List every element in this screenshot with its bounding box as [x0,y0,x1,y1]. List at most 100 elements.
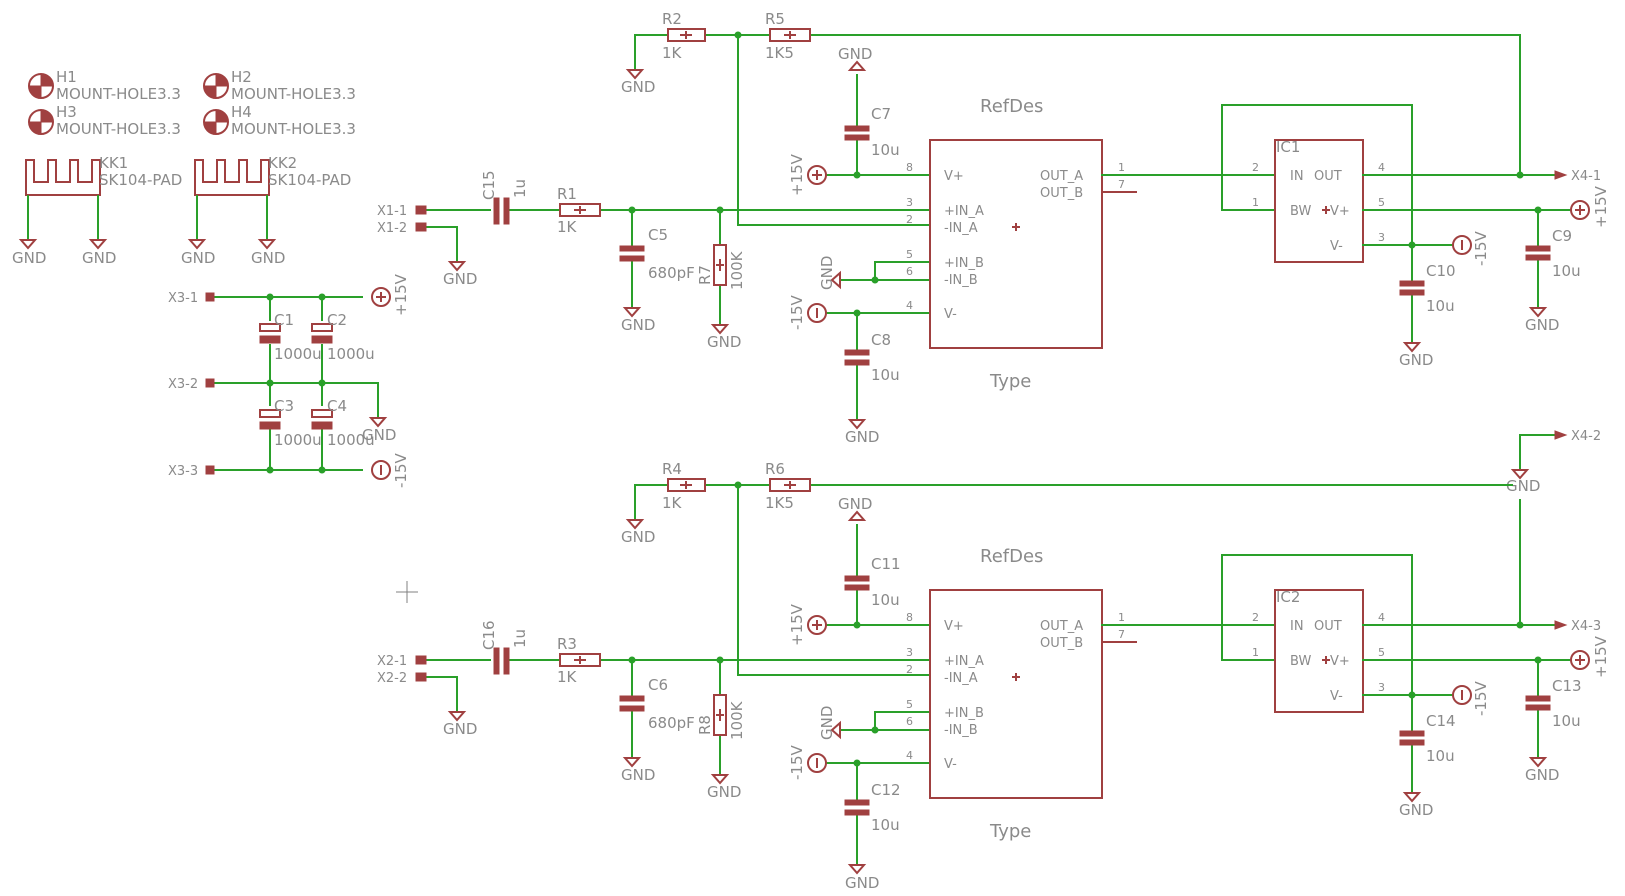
ic2-ref: IC2 [1276,588,1300,606]
svg-text:-15V: -15V [1472,681,1490,716]
c9-value: 10u [1552,262,1581,280]
svg-text:OUT: OUT [1314,169,1342,184]
svg-text:-IN_B: -IN_B [944,723,978,738]
c16-ref: C16 [480,620,498,650]
c1-ref: C1 [274,311,294,329]
svg-text:OUT_B: OUT_B [1040,186,1083,201]
x2-1-label: X2-1 [377,654,407,669]
svg-text:4: 4 [1378,161,1385,174]
r1-value: 1K [557,218,578,236]
x1-1-label: X1-1 [377,204,407,219]
svg-text:OUT_A: OUT_A [1040,169,1083,184]
svg-text:GND: GND [251,249,285,267]
svg-text:1: 1 [1118,611,1125,624]
kk1-ref: KK1 [99,154,128,172]
x1-2-label: X1-2 [377,221,407,236]
r4-ref: R4 [662,460,682,478]
c6-value: 680pF [648,714,695,732]
svg-text:5: 5 [906,248,913,261]
mount-hole-h4: H4 MOUNT-HOLE3.3 [203,103,356,138]
r8-ref: R8 [696,715,714,735]
svg-text:GND: GND [621,78,655,96]
svg-text:GND: GND [818,706,836,740]
c10-value: 10u [1426,297,1455,315]
x4-3-label: X4-3 [1571,619,1601,634]
svg-text:+IN_A: +IN_A [944,204,984,219]
svg-text:V+: V+ [1330,654,1350,669]
r2-value: 1K [662,44,683,62]
svg-text:GND: GND [707,783,741,801]
c14-value: 10u [1426,747,1455,765]
svg-text:GND: GND [12,249,46,267]
svg-text:-IN_A: -IN_A [944,671,978,686]
svg-text:5: 5 [906,698,913,711]
svg-text:3: 3 [906,196,913,209]
opamp-a-type: Type [989,371,1031,392]
svg-text:4: 4 [906,299,913,312]
mount-hole-h1: H1 MOUNT-HOLE3.3 [28,68,181,103]
r2-ref: R2 [662,10,682,28]
svg-text:+15V: +15V [788,603,806,646]
svg-text:6: 6 [906,715,913,728]
r5-ref: R5 [765,10,785,28]
c11-value: 10u [871,591,900,609]
channel-b: X4-2 GND R4 1K R6 1K5 GND [377,429,1610,892]
c11-ref: C11 [871,555,901,573]
c14-ref: C14 [1426,712,1456,730]
c3-ref: C3 [274,397,294,415]
opamp-b-type: Type [989,821,1031,842]
c9-ref: C9 [1552,227,1572,245]
c6-ref: C6 [648,676,668,694]
svg-text:V+: V+ [944,169,964,184]
svg-text:GND: GND [443,270,477,288]
r3-ref: R3 [557,635,577,653]
svg-text:+15V: +15V [1592,635,1610,678]
svg-text:V-: V- [1330,239,1343,254]
svg-text:V+: V+ [944,619,964,634]
ic1-ref: IC1 [1276,138,1300,156]
h4-ref: H4 [231,103,252,121]
c4-ref: C4 [327,397,347,415]
svg-text:2: 2 [1252,161,1259,174]
gnd-symbol: GND [251,239,285,267]
svg-text:8: 8 [906,161,913,174]
r6-value: 1K5 [765,494,794,512]
svg-text:GND: GND [1525,316,1559,334]
svg-text:GND: GND [1399,801,1433,819]
svg-text:+IN_A: +IN_A [944,654,984,669]
c16-value: 1u [511,629,529,648]
neg15-label: -15V [392,453,410,488]
svg-text:GND: GND [1525,766,1559,784]
svg-text:GND: GND [845,428,879,446]
gnd-symbol: GND [12,239,46,267]
svg-text:GND: GND [443,720,477,738]
x3-3-label: X3-3 [168,464,198,479]
r6-ref: R6 [765,460,785,478]
c12-ref: C12 [871,781,901,799]
r8-value: 100K [728,700,746,740]
x3-2-label: X3-2 [168,377,198,392]
gnd-symbol: GND [82,239,116,267]
svg-text:2: 2 [906,213,913,226]
svg-text:+IN_B: +IN_B [944,706,984,721]
c7-ref: C7 [871,105,891,123]
h3-ref: H3 [56,103,77,121]
svg-text:-IN_A: -IN_A [944,221,978,236]
c7-value: 10u [871,141,900,159]
c2-ref: C2 [327,311,347,329]
svg-text:4: 4 [906,749,913,762]
opamp-b [929,589,1103,799]
svg-text:2: 2 [906,663,913,676]
svg-text:GND: GND [818,256,836,290]
svg-text:IN: IN [1290,619,1304,634]
r7-value: 100K [728,250,746,290]
r5-value: 1K5 [765,44,794,62]
mount-hole-h2: H2 MOUNT-HOLE3.3 [203,68,356,103]
svg-text:7: 7 [1118,628,1125,641]
c10-ref: C10 [1426,262,1456,280]
c13-value: 10u [1552,712,1581,730]
svg-text:4: 4 [1378,611,1385,624]
svg-text:GND: GND [1399,351,1433,369]
opamp-a [929,139,1103,349]
svg-text:GND: GND [1506,477,1540,495]
